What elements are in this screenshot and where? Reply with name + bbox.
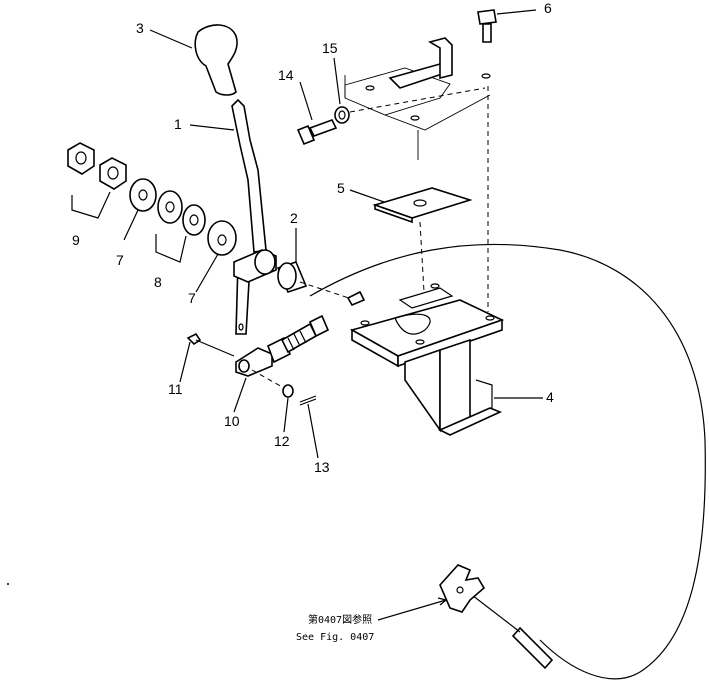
washer-12 [282, 384, 294, 398]
callout-10: 10 [224, 413, 240, 429]
plate [372, 187, 473, 224]
bolt-6 [477, 9, 497, 79]
callout-15: 15 [322, 40, 338, 56]
bolt-6-leader [496, 9, 537, 15]
callout-2: 2 [290, 210, 298, 226]
callout-6: 6 [544, 0, 552, 16]
knob [194, 24, 238, 96]
callout-5: 5 [337, 180, 345, 196]
callout-4: 4 [546, 389, 554, 405]
cotter-pin [299, 395, 317, 406]
callout-9: 9 [72, 232, 80, 248]
callout-13: 13 [314, 459, 330, 475]
bracket [349, 283, 505, 436]
reference-note-jp: 第0407図参照 [308, 613, 372, 626]
bolt-14 [296, 119, 338, 146]
callout-11: 11 [168, 381, 183, 397]
washers [129, 178, 237, 256]
callout-1: 1 [174, 116, 182, 132]
reference-leader [377, 599, 447, 621]
pin [186, 332, 235, 357]
cable-end-rod [511, 626, 554, 670]
reference-note-en: See Fig. 0407 [296, 632, 374, 643]
control-cable [309, 243, 706, 680]
callout-7b: 7 [188, 290, 196, 306]
callout-7a: 7 [116, 252, 124, 268]
callout-12: 12 [274, 433, 290, 449]
clevis [235, 314, 330, 377]
bushing [276, 261, 308, 293]
callout-3: 3 [136, 20, 144, 36]
nuts-9 [67, 142, 127, 190]
callout-14: 14 [278, 67, 294, 83]
shift-lever [231, 98, 277, 335]
reference-lever [439, 564, 486, 613]
upper-plate [344, 37, 491, 160]
cable-rod-line [467, 591, 521, 633]
nut-15 [334, 106, 350, 124]
callout-8: 8 [154, 274, 162, 290]
